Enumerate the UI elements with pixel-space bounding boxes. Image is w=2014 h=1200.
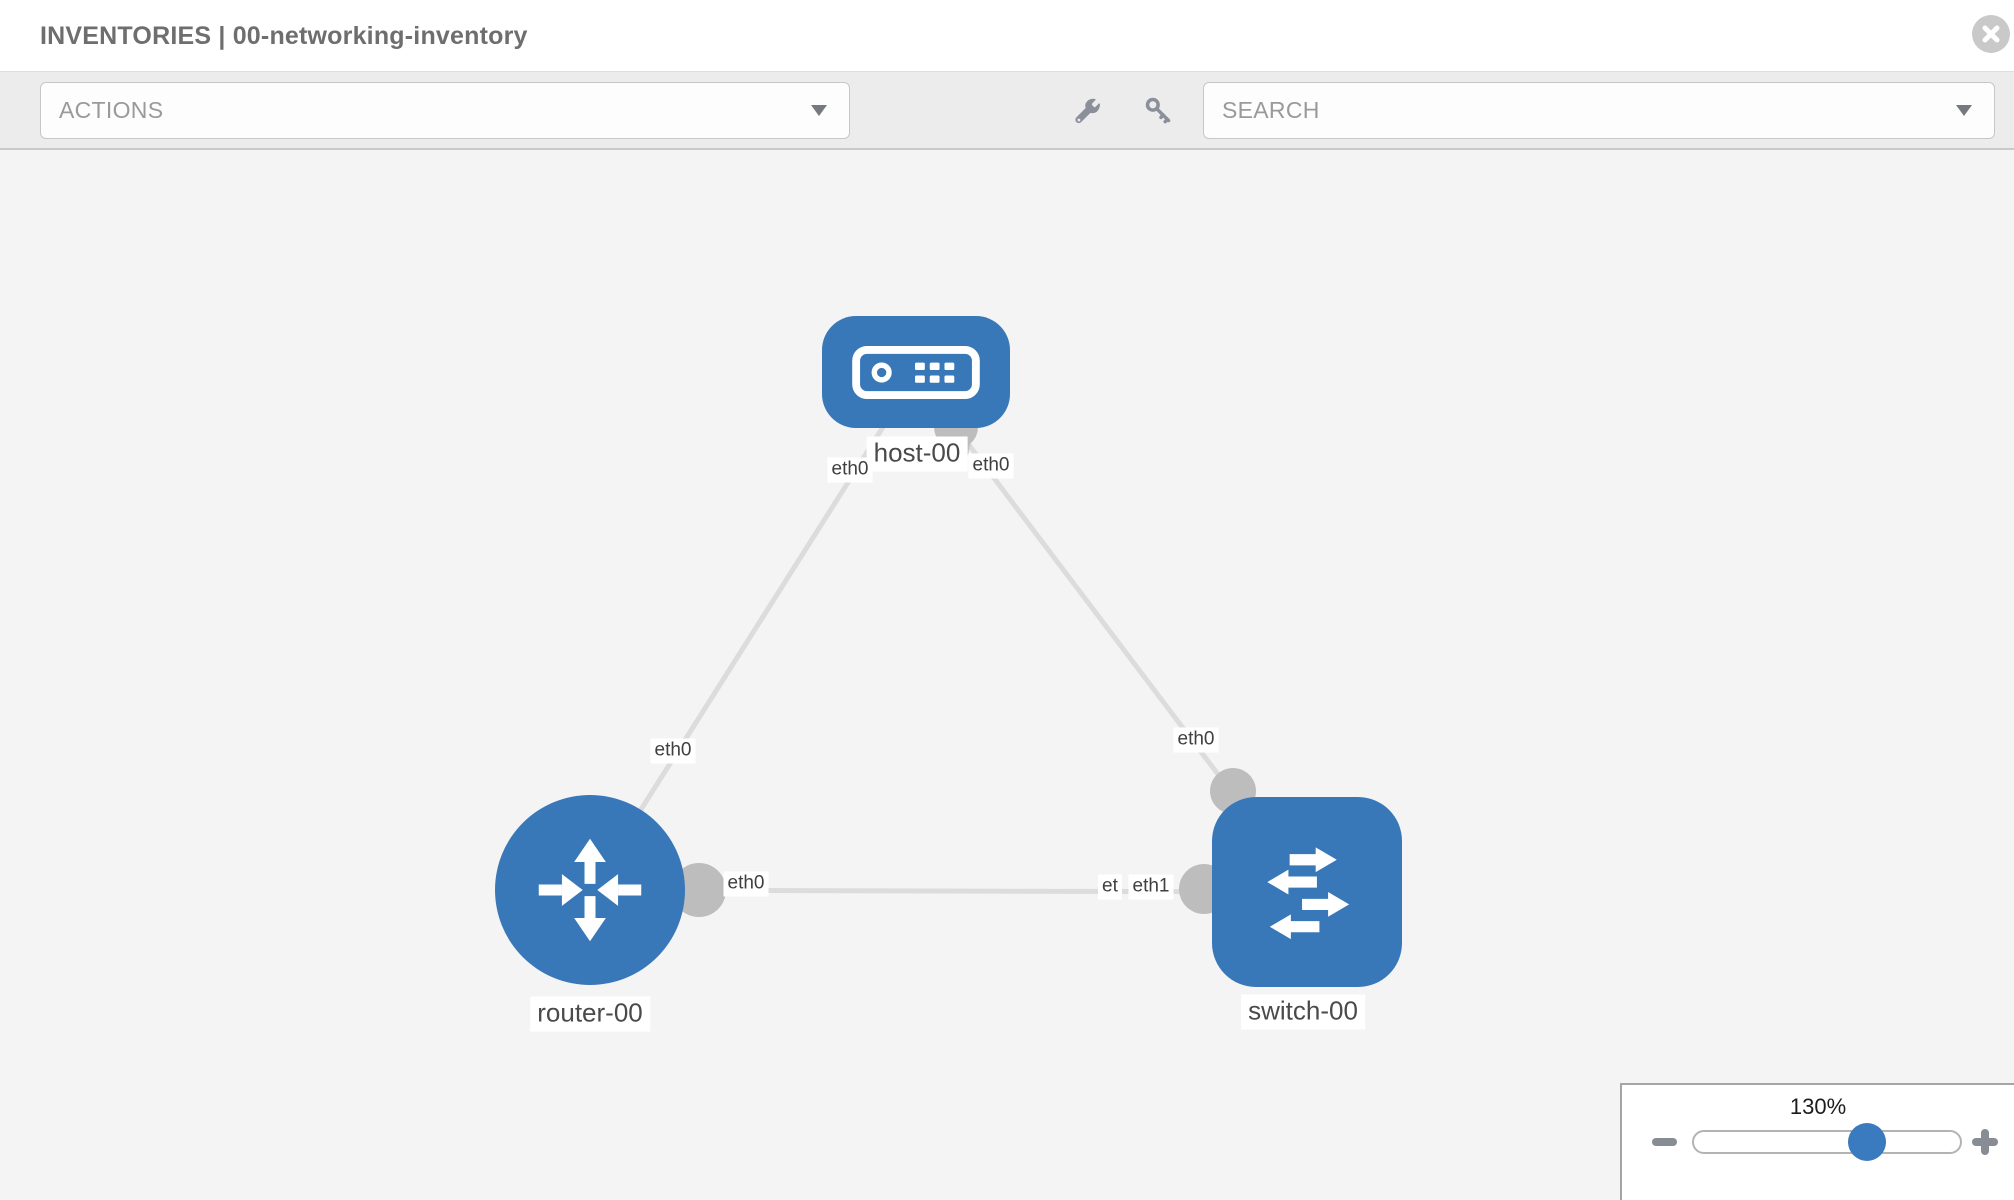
minus-icon xyxy=(1652,1138,1677,1146)
zoom-row xyxy=(1622,1123,2014,1161)
server-icon xyxy=(852,345,980,399)
node-label-router-00: router-00 xyxy=(530,996,650,1032)
interface-label-host-eth0-right: eth0 xyxy=(968,453,1014,479)
zoom-value: 130% xyxy=(1789,1094,1847,1119)
actions-dropdown-label: ACTIONS xyxy=(59,96,164,123)
zoom-slider-knob[interactable] xyxy=(1848,1123,1886,1161)
interface-label-router-eth0: eth0 xyxy=(723,871,769,897)
wrench-icon xyxy=(1074,98,1100,123)
links-layer xyxy=(587,373,1309,917)
key-icon xyxy=(1145,97,1170,123)
zoom-in-button[interactable] xyxy=(1972,1129,1998,1155)
interface-connector-router[interactable] xyxy=(672,863,726,917)
interface-label-fragment: et xyxy=(1098,874,1122,900)
zoom-slider[interactable] xyxy=(1692,1123,1962,1161)
page-title: INVENTORIES | 00-networking-inventory xyxy=(40,22,528,50)
node-router-00[interactable] xyxy=(495,795,685,985)
header: INVENTORIES | 00-networking-inventory xyxy=(0,0,2014,72)
node-label-switch-00: switch-00 xyxy=(1241,994,1365,1030)
actions-dropdown[interactable]: ACTIONS xyxy=(40,81,850,139)
close-button[interactable] xyxy=(1972,15,2010,53)
credentials-button[interactable] xyxy=(1141,93,1175,127)
interface-label-host-eth0-left: eth0 xyxy=(827,457,873,483)
interface-label-switch-eth0: eth0 xyxy=(1173,727,1219,753)
zoom-out-button[interactable] xyxy=(1652,1138,1677,1146)
interface-label-switch-eth1: eth1 xyxy=(1128,874,1174,900)
node-host-00[interactable] xyxy=(822,316,1010,428)
node-label-host-00: host-00 xyxy=(866,436,968,472)
configure-button[interactable] xyxy=(1071,93,1105,127)
topology-canvas[interactable]: host-00 router-00 switch-00 eth0 eth0 et… xyxy=(0,150,2014,1200)
search-dropdown[interactable]: SEARCH xyxy=(1203,81,1995,139)
chevron-down-icon xyxy=(811,105,827,116)
interface-label-router-eth0-up: eth0 xyxy=(650,738,696,764)
zoom-panel: 130% xyxy=(1620,1083,2014,1200)
node-switch-00[interactable] xyxy=(1212,797,1402,987)
search-dropdown-label: SEARCH xyxy=(1222,96,1320,123)
switch-arrows-icon xyxy=(1267,847,1350,940)
toolbar: ACTIONS SEARCH xyxy=(0,72,2014,150)
chevron-down-icon xyxy=(1956,105,1972,116)
toolbar-icon-group xyxy=(1071,93,1175,127)
router-arrows-icon xyxy=(538,838,642,942)
close-icon xyxy=(1982,25,2000,43)
